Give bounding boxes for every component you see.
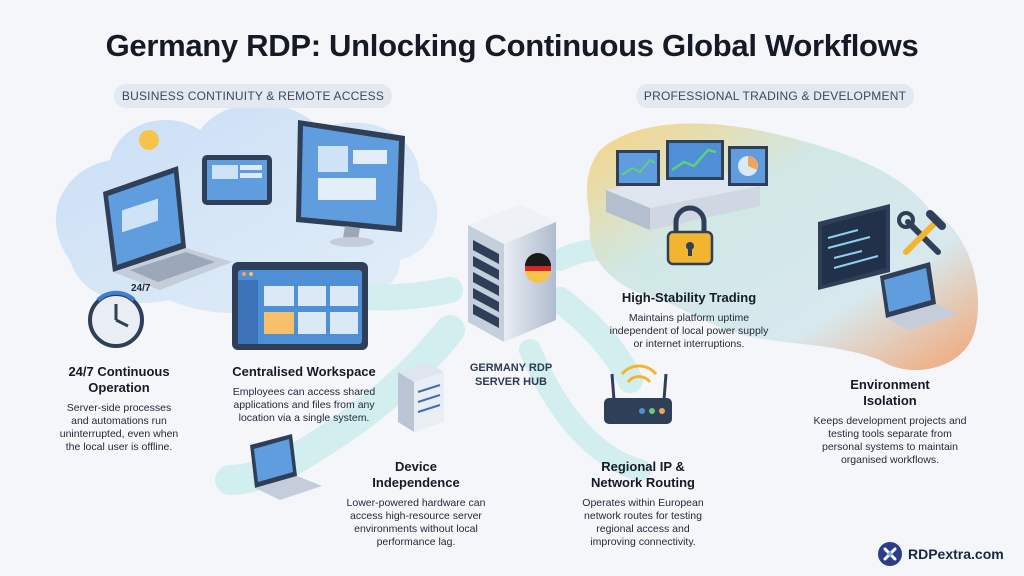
- feature-title: 24/7 Continuous Operation: [40, 364, 198, 396]
- feature-description-line: organised workflows.: [840, 454, 940, 466]
- feature-title: Regional IP & Network Routing: [558, 459, 728, 491]
- feature-description: Maintains platform uptime independent of…: [584, 312, 794, 351]
- padlock-icon: [666, 205, 714, 266]
- feature-description: Operates within European network routes …: [558, 497, 728, 549]
- desktop-monitor-icon: [296, 120, 405, 247]
- feature-description-line: Maintains platform uptime: [628, 312, 750, 324]
- feature-device-independence: Device Independence Lower-powered hardwa…: [326, 459, 506, 549]
- section-label-right: PROFESSIONAL TRADING & DEVELOPMENT: [636, 84, 914, 108]
- small-laptop-icon: [250, 434, 322, 500]
- feature-description-line: uninterrupted, even when: [59, 428, 179, 440]
- brand-badge[interactable]: RDPextra.com: [878, 542, 1004, 566]
- dev-laptop-icon: [880, 262, 958, 330]
- feature-description-line: regional access and: [596, 523, 690, 535]
- page-title: Germany RDP: Unlocking Continuous Global…: [105, 28, 919, 63]
- feature-description-line: the local user is offline.: [65, 441, 173, 453]
- laptop-icon: [103, 166, 232, 290]
- feature-description-line: location via a single system.: [238, 412, 370, 424]
- feature-centralised-workspace: Centralised Workspace Employees can acce…: [214, 364, 394, 425]
- germany-flag-icon: [525, 253, 551, 283]
- feature-description-line: environments without local: [354, 523, 478, 535]
- feature-title-line: Centralised Workspace: [232, 364, 376, 379]
- feature-title: Environment Isolation: [800, 377, 980, 409]
- feature-description-line: applications and files from any: [233, 399, 375, 411]
- brand-name: RDPextra.com: [908, 546, 1004, 562]
- feature-description: Server-side processes and automations ru…: [40, 402, 198, 454]
- feature-title-line: Operation: [88, 380, 150, 395]
- trading-desk-icon: [606, 140, 768, 230]
- small-server-icon: [398, 362, 444, 432]
- feature-description-line: testing tools separate from: [828, 428, 952, 440]
- feature-description-line: Employees can access shared: [232, 386, 376, 398]
- feature-description: Employees can access shared applications…: [214, 386, 394, 425]
- clock-label: 24/7: [131, 283, 151, 294]
- feature-title-line: Network Routing: [591, 475, 695, 490]
- feature-title: Device Independence: [326, 459, 506, 491]
- feature-description-line: improving connectivity.: [590, 536, 696, 548]
- feature-title-line: Regional IP &: [601, 459, 685, 474]
- feature-description-line: Operates within European: [582, 497, 704, 509]
- hub-label-line2: SERVER HUB: [475, 376, 547, 388]
- feature-title-line: Environment: [850, 377, 930, 392]
- tablet-icon: [202, 155, 272, 205]
- feature-description-line: network routes for testing: [584, 510, 702, 522]
- brand-logo-icon: [878, 542, 902, 566]
- feature-description-line: Keeps development projects and: [813, 415, 967, 427]
- feature-title-line: Device: [395, 459, 437, 474]
- feature-description: Lower-powered hardware can access high-r…: [326, 497, 506, 549]
- code-monitor-icon: [818, 204, 890, 290]
- feature-title-line: Isolation: [863, 393, 917, 408]
- feature-title: Centralised Workspace: [214, 364, 394, 380]
- clock-icon: [88, 290, 144, 348]
- feature-description-line: Server-side processes: [66, 402, 172, 414]
- sun-icon: [139, 130, 159, 150]
- feature-description-line: and automations run: [71, 415, 167, 427]
- feature-description: Keeps development projects and testing t…: [800, 415, 980, 467]
- feature-title-line: 24/7 Continuous: [68, 364, 170, 379]
- hub-label: GERMANY RDP SERVER HUB: [455, 361, 567, 389]
- hub-label-line1: GERMANY RDP: [469, 362, 553, 374]
- feature-description-line: access high-resource server: [350, 510, 482, 522]
- router-icon: [604, 364, 672, 424]
- workspace-dashboard-icon: [232, 262, 368, 350]
- feature-description-line: performance lag.: [376, 536, 456, 548]
- central-server-icon: [468, 204, 556, 342]
- feature-description-line: personal systems to maintain: [822, 441, 958, 453]
- feature-description-line: or internet interruptions.: [633, 338, 745, 350]
- feature-high-stability-trading: High-Stability Trading Maintains platfor…: [584, 290, 794, 351]
- feature-title-line: Independence: [372, 475, 460, 490]
- feature-regional-ip-routing: Regional IP & Network Routing Operates w…: [558, 459, 728, 549]
- tools-icon: [897, 210, 946, 255]
- feature-description-line: Lower-powered hardware can: [346, 497, 486, 509]
- feature-description-line: independent of local power supply: [609, 325, 769, 337]
- feature-title: High-Stability Trading: [584, 290, 794, 306]
- feature-continuous-operation: 24/7 Continuous Operation Server-side pr…: [40, 364, 198, 454]
- feature-environment-isolation: Environment Isolation Keeps development …: [800, 377, 980, 467]
- feature-title-line: High-Stability Trading: [621, 290, 757, 305]
- section-label-left: BUSINESS CONTINUITY & REMOTE ACCESS: [114, 84, 392, 108]
